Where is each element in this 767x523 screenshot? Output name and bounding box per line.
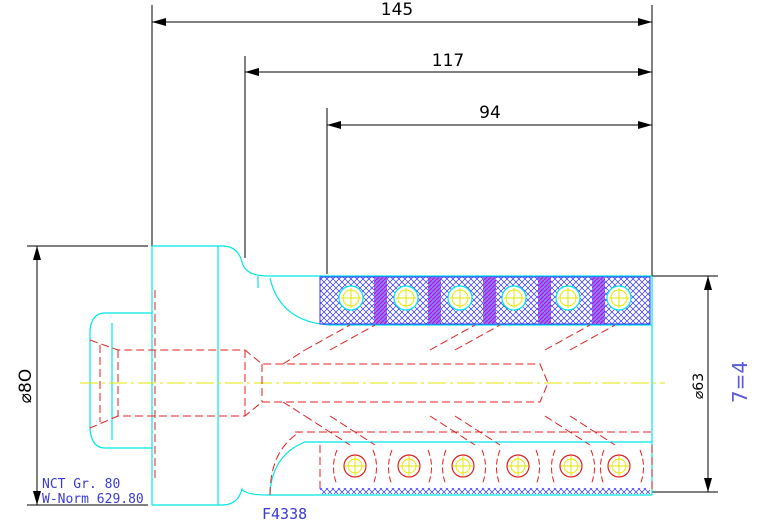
extension-lines xyxy=(27,5,718,506)
hidden-lines xyxy=(89,290,653,496)
ratio-label: 7=4 xyxy=(728,361,752,403)
dim-80-label: ⌀8O xyxy=(16,369,36,403)
part-code: F4338 xyxy=(262,505,307,523)
dim-117-label: 117 xyxy=(432,51,464,71)
dim-145-label: 145 xyxy=(381,0,413,20)
dim-63-label: ⌀63 xyxy=(691,373,707,399)
dim-94-label: 94 xyxy=(479,103,501,123)
norm-note: W-Norm 629.80 xyxy=(42,492,144,507)
dimension-lines xyxy=(33,18,712,505)
grade-note: NCT Gr. 80 xyxy=(42,477,120,492)
upper-insert-row xyxy=(319,276,651,325)
body-outline xyxy=(89,245,653,506)
lower-insert-row xyxy=(320,449,650,494)
